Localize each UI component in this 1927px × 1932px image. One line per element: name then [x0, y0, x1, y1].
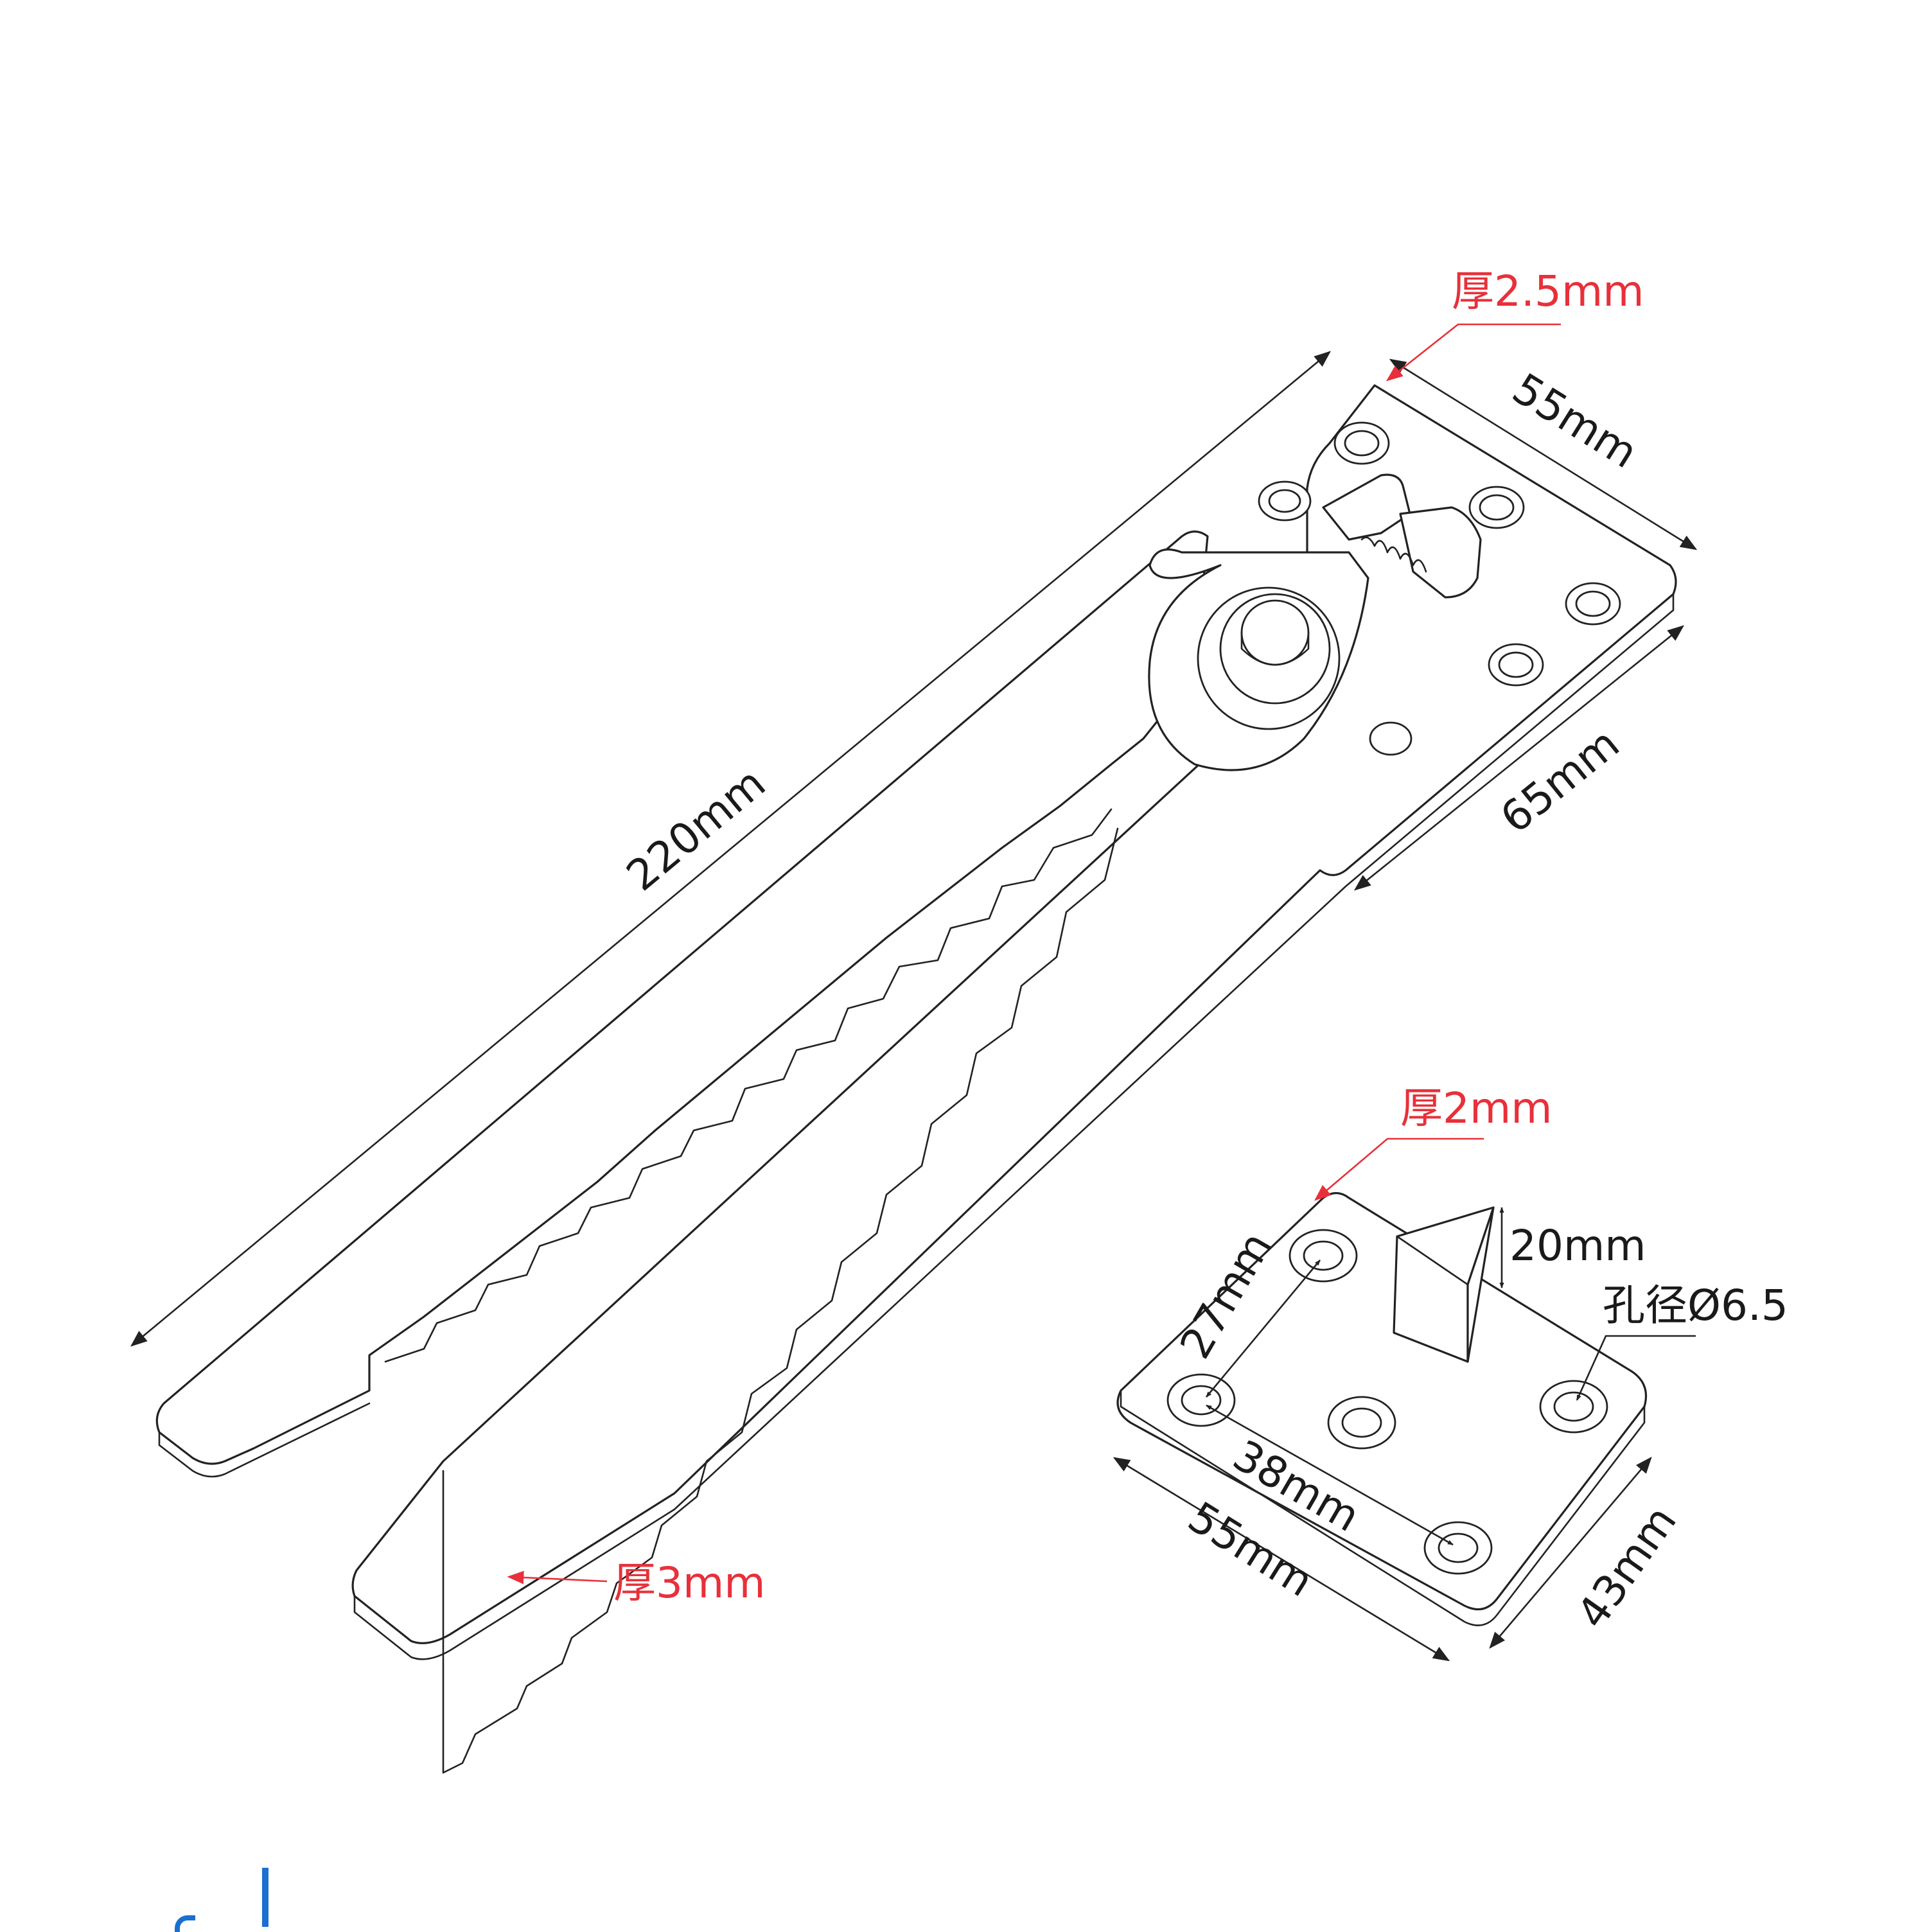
callout-label-hole-diameter: 孔径Ø6.5: [1603, 1281, 1788, 1330]
dim-label-55mm-head: 55mm: [1504, 364, 1646, 478]
callout-label-2mm: 厚2mm: [1400, 1084, 1553, 1133]
callout-line-hole-diameter: [1576, 1335, 1696, 1401]
dim-line-55mm-small: [1113, 1457, 1450, 1662]
callout-label-3mm: 厚3mm: [613, 1558, 766, 1608]
dim-label-65mm-head: 65mm: [1491, 719, 1629, 843]
dim-label-220mm: 220mm: [617, 758, 775, 900]
dim-line-55mm-head: [1389, 358, 1698, 550]
callout-line-2mm: [1314, 1137, 1484, 1201]
spike-ridge: [1396, 1235, 1469, 1286]
lower-plate-edge: [353, 593, 1675, 1660]
blue-accent-curve: [175, 1915, 195, 1932]
callout-label-2.5mm: 厚2.5mm: [1452, 267, 1644, 316]
dim-line-43mm: [1489, 1457, 1652, 1649]
dim-line-27mm: [1206, 1260, 1321, 1398]
dim-label-43mm: 43mm: [1567, 1497, 1686, 1637]
small-plate-spike-front: [1466, 1206, 1495, 1363]
long-hinge-bracket: 220mm 55mm 65mm 厚2.5mm 厚3mm: [130, 267, 1698, 1774]
dim-label-20mm: 20mm: [1509, 1221, 1646, 1270]
pivot-rivet: [1240, 599, 1310, 666]
blue-accent-bar: [262, 1868, 268, 1927]
small-spike-bracket: 27mm 38mm 55mm 43mm 20mm 孔径Ø6.5 厚2mm: [1113, 1084, 1788, 1662]
dim-line-65mm-head: [1353, 625, 1685, 891]
upper-blade-edge: [158, 1402, 371, 1478]
dim-line-220mm: [130, 351, 1332, 1347]
callout-line-2.5mm: [1386, 323, 1561, 382]
callout-line-3mm: [507, 1570, 608, 1585]
